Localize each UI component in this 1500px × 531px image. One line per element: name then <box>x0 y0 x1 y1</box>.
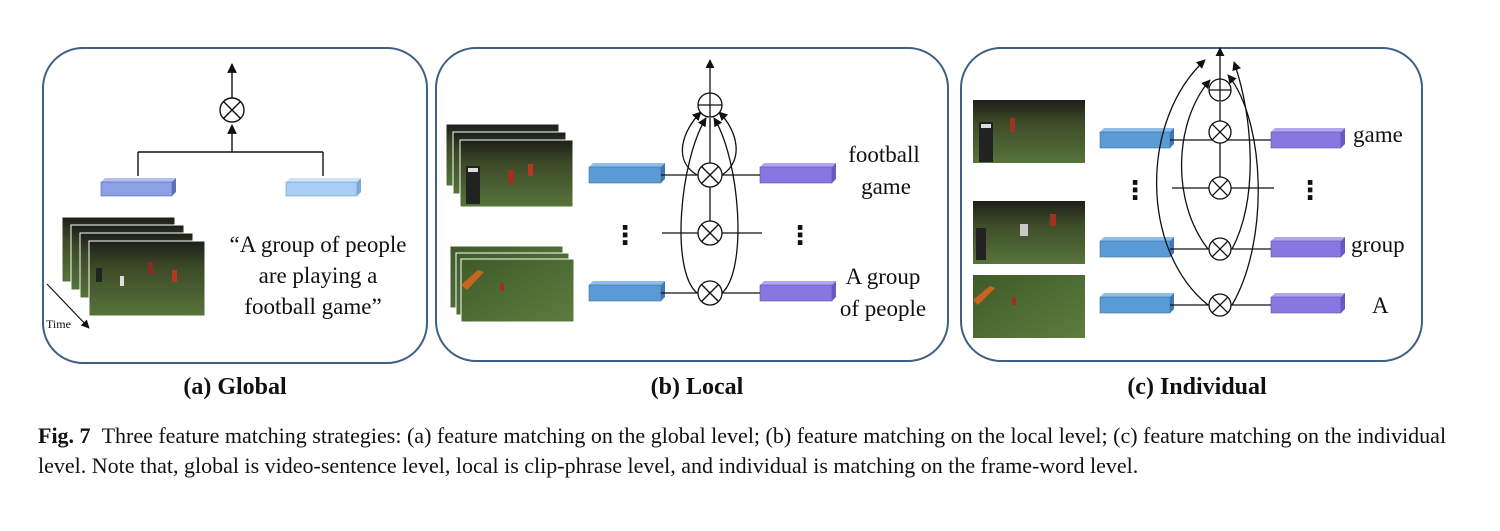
local-text-feature-top <box>759 163 836 184</box>
local-ellipsis-left: ⋮ <box>612 221 638 251</box>
figure-caption-label: Fig. 7 <box>38 423 91 448</box>
local-phrase-bottom-line-1: A group <box>846 264 921 289</box>
figure-caption-text: Three feature matching strategies: (a) f… <box>38 423 1447 478</box>
global-sentence-line-1: “A group of people <box>230 232 407 257</box>
individual-multiply-icon-3 <box>1208 237 1232 261</box>
local-phrase-top-line-2: game <box>861 174 911 199</box>
local-multiply-icon-middle <box>697 220 723 246</box>
global-sentence-line-3: football game” <box>244 294 381 319</box>
local-multiply-icon-top <box>697 162 723 188</box>
individual-frame-1 <box>973 100 1085 163</box>
panel-local-border <box>435 47 949 362</box>
panel-individual: ⋮ ⋮ game group A (c) Individual <box>960 47 1423 400</box>
individual-text-feature-1 <box>1270 128 1345 149</box>
individual-multiply-icon-2 <box>1208 176 1232 200</box>
time-label: Time <box>46 317 71 331</box>
individual-ellipsis-left: ⋮ <box>1122 176 1148 206</box>
local-clip-frames-bottom <box>449 245 575 323</box>
individual-video-feature-3 <box>1099 293 1174 314</box>
local-ellipsis-right: ⋮ <box>787 221 813 251</box>
panel-individual-border <box>960 47 1423 362</box>
individual-multiply-icon-4 <box>1208 293 1232 317</box>
individual-video-feature-2 <box>1099 237 1174 258</box>
individual-text-feature-3 <box>1270 293 1345 314</box>
global-video-feature <box>100 178 176 197</box>
individual-word-2: group <box>1351 232 1405 257</box>
panel-global-border <box>42 47 428 364</box>
individual-ellipsis-right: ⋮ <box>1297 176 1323 206</box>
individual-word-3: A <box>1372 293 1389 318</box>
local-clip-frames-top <box>445 123 574 208</box>
panel-global-label: (a) Global <box>183 374 287 400</box>
panel-local-label: (b) Local <box>651 374 744 400</box>
individual-sum-icon <box>1208 78 1232 102</box>
global-sentence-line-2: are playing a <box>259 263 378 288</box>
local-text-feature-bottom <box>759 281 836 302</box>
global-multiply-icon <box>219 97 245 123</box>
local-multiply-icon-bottom <box>697 280 723 306</box>
local-phrase-bottom-line-2: of people <box>840 296 926 321</box>
figure-caption: Fig. 7 Three feature matching strategies… <box>38 421 1468 481</box>
individual-frame-2 <box>973 201 1085 264</box>
global-text-feature <box>285 178 361 197</box>
local-video-feature-bottom <box>588 281 665 302</box>
panel-local: ⋮ ⋮ football game A group of people (b) … <box>435 47 949 400</box>
local-video-feature-top <box>588 163 665 184</box>
feature-matching-diagram: Time “A group of people are playing a fo… <box>42 47 1423 400</box>
panel-global: Time “A group of people are playing a fo… <box>42 47 428 400</box>
panel-individual-label: (c) Individual <box>1127 374 1267 400</box>
individual-text-feature-2 <box>1270 237 1345 258</box>
individual-multiply-icon-1 <box>1208 120 1232 144</box>
local-sum-icon <box>697 92 723 118</box>
global-video-frames <box>61 216 206 317</box>
individual-video-feature-1 <box>1099 128 1174 149</box>
local-phrase-top-line-1: football <box>848 142 920 167</box>
individual-frame-3 <box>973 275 1085 338</box>
individual-word-1: game <box>1353 122 1403 147</box>
